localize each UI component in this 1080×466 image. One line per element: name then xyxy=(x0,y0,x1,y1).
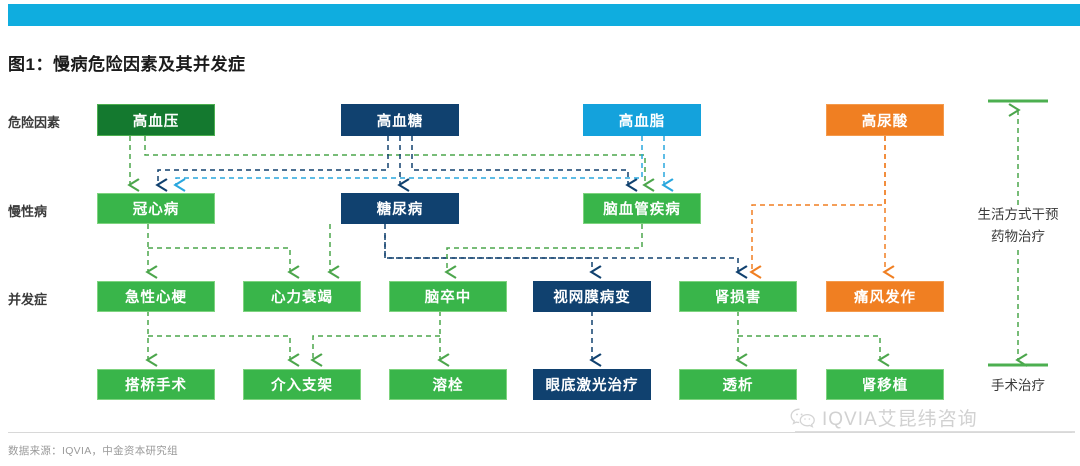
node-hyperglycemia[interactable]: 高血糖 xyxy=(341,104,459,136)
top-accent-bar xyxy=(8,4,1080,26)
node-retinopathy[interactable]: 视网膜病变 xyxy=(533,281,651,312)
node-gout-attack[interactable]: 痛风发作 xyxy=(826,281,944,312)
node-coronary-heart-disease[interactable]: 冠心病 xyxy=(97,193,215,224)
node-diabetes[interactable]: 糖尿病 xyxy=(341,193,459,224)
node-thrombolysis[interactable]: 溶栓 xyxy=(389,369,507,400)
node-cerebrovascular-disease[interactable]: 脑血管疾病 xyxy=(583,193,701,224)
row-label-chronic-disease: 慢性病 xyxy=(8,204,48,219)
wechat-icon xyxy=(790,408,815,428)
row-label-risk-factors: 危险因素 xyxy=(8,115,61,130)
node-dialysis[interactable]: 透析 xyxy=(679,369,797,400)
node-acute-myocardial-infarction[interactable]: 急性心梗 xyxy=(97,281,215,312)
node-fundus-laser-therapy[interactable]: 眼底激光治疗 xyxy=(533,369,651,400)
node-stroke[interactable]: 脑卒中 xyxy=(389,281,507,312)
page-title: 图1：慢病危险因素及其并发症 xyxy=(8,55,246,74)
footer-divider xyxy=(8,432,1072,433)
side-label-lifestyle-intervention: 生活方式干预 xyxy=(977,207,1059,222)
node-bypass-surgery[interactable]: 搭桥手术 xyxy=(97,369,215,400)
node-hypertension[interactable]: 高血压 xyxy=(97,104,215,136)
side-label-drug-therapy: 药物治疗 xyxy=(991,229,1045,244)
node-heart-failure[interactable]: 心力衰竭 xyxy=(243,281,361,312)
node-kidney-damage[interactable]: 肾损害 xyxy=(679,281,797,312)
row-label-complications: 并发症 xyxy=(8,292,48,307)
watermark-text: IQVIA艾昆纬咨询 xyxy=(822,409,978,430)
side-label-surgical-treatment: 手术治疗 xyxy=(991,378,1045,393)
node-hyperuricemia[interactable]: 高尿酸 xyxy=(826,104,944,136)
source-note: 数据来源：IQVIA，中金资本研究组 xyxy=(8,445,178,457)
node-interventional-stent[interactable]: 介入支架 xyxy=(243,369,361,400)
node-kidney-transplant[interactable]: 肾移植 xyxy=(826,369,944,400)
watermark: IQVIA艾昆纬咨询 xyxy=(790,404,978,431)
node-hyperlipidemia[interactable]: 高血脂 xyxy=(583,104,701,136)
